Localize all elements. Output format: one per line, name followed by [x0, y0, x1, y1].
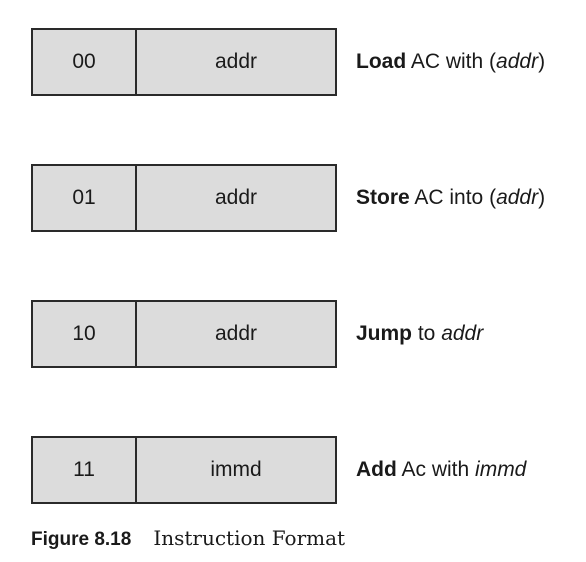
instruction-description: Store AC into (addr) [356, 164, 545, 232]
description-operand: addr [441, 322, 484, 345]
operand-cell: addr [214, 50, 258, 73]
instruction-format-box: 10 addr [31, 300, 337, 368]
instruction-format-box: 00 addr [31, 28, 337, 96]
instruction-verb: Load [356, 50, 407, 73]
description-text: to [412, 322, 442, 345]
operand-cell: addr [214, 186, 258, 209]
opcode-cell: 00 [33, 30, 137, 94]
description-tail: ) [538, 50, 546, 73]
description-text: AC with ( [406, 50, 497, 73]
description-operand: addr [496, 186, 539, 209]
instruction-format-box: 11 immd [31, 436, 337, 504]
opcode-cell: 10 [33, 302, 137, 366]
description-text: AC into ( [409, 186, 497, 209]
figure-caption: Figure 8.18 Instruction Format [31, 526, 345, 551]
description-tail: ) [538, 186, 546, 209]
opcode-cell: 01 [33, 166, 137, 230]
instruction-verb: Jump [356, 322, 413, 345]
instruction-verb: Store [356, 186, 410, 209]
instruction-description: Load AC with (addr) [356, 28, 545, 96]
instruction-description: Jump to addr [356, 300, 483, 368]
instruction-verb: Add [356, 458, 397, 481]
description-operand: addr [496, 50, 539, 73]
figure-title: Instruction Format [153, 526, 346, 550]
operand-cell: addr [214, 322, 258, 345]
instruction-row-load: 00 addr Load AC with (addr) [0, 28, 586, 98]
description-text: Ac with [396, 458, 476, 481]
instruction-row-jump: 10 addr Jump to addr [0, 300, 586, 370]
description-operand: immd [475, 458, 527, 481]
figure-label: Figure 8.18 [31, 529, 132, 550]
instruction-format-box: 01 addr [31, 164, 337, 232]
instruction-description: Add Ac with immd [356, 436, 526, 504]
opcode-cell: 11 [33, 438, 137, 502]
operand-cell: immd [210, 458, 262, 481]
instruction-row-add: 11 immd Add Ac with immd [0, 436, 586, 506]
instruction-row-store: 01 addr Store AC into (addr) [0, 164, 586, 234]
